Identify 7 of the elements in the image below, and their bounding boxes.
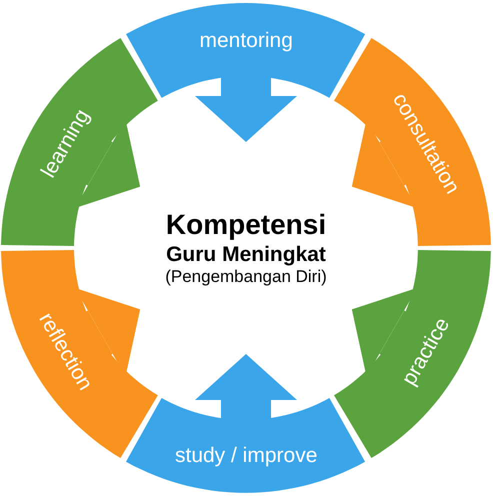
center-text: (Pengembangan Diri) <box>165 267 327 288</box>
center-text: Guru Meningkat <box>166 242 326 268</box>
center-title: Kompetensi <box>166 208 326 242</box>
block-arrow <box>195 74 297 142</box>
segment-label: study / improve <box>174 445 318 466</box>
segment-label: mentoring <box>199 30 293 50</box>
block-arrow <box>195 354 297 422</box>
